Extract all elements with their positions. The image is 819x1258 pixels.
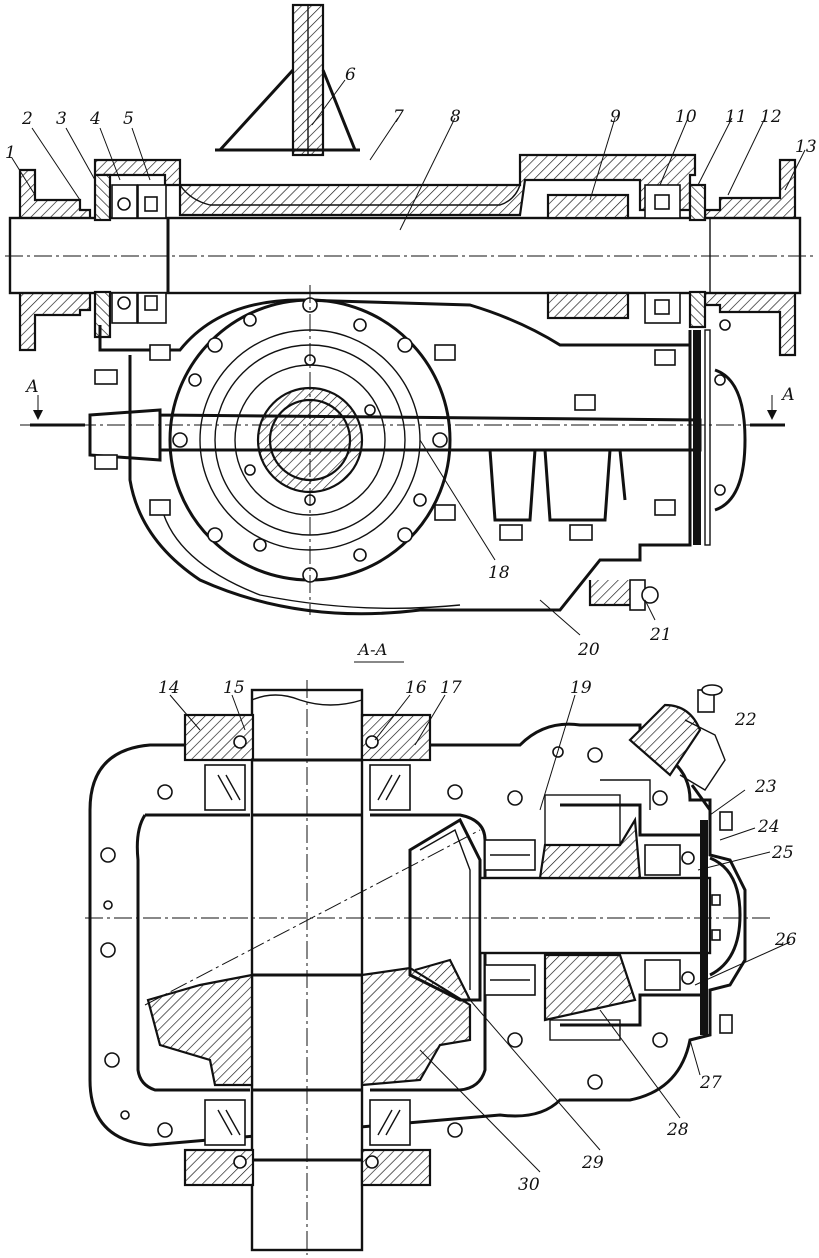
section-title-text: А-А: [357, 640, 388, 659]
callout-30: 30: [518, 1175, 540, 1195]
callout-24: 24: [757, 817, 780, 837]
callout-3: 3: [56, 109, 67, 129]
callout-25: 25: [771, 843, 794, 863]
bevel-gear-30: [146, 973, 254, 1087]
bevel-gear-30-right: [360, 966, 472, 1087]
section-view: 14 15 16 17 19 22 23 24 25 26 27 28 29 3…: [85, 678, 797, 1255]
breather-22: [628, 684, 726, 811]
callout-19: 19: [570, 678, 592, 698]
section-marker-right: А: [750, 385, 795, 427]
section-marker-left: А: [25, 377, 85, 427]
leaders-top: [11, 79, 806, 636]
callout-12: 12: [760, 107, 782, 127]
callout-11: 11: [725, 107, 747, 127]
section-letter-right: А: [781, 385, 795, 405]
callout-28: 28: [666, 1120, 689, 1140]
callout-29: 29: [581, 1153, 604, 1173]
callout-16: 16: [405, 678, 427, 698]
callout-4: 4: [89, 109, 101, 129]
callout-20: 20: [577, 640, 600, 660]
callout-9: 9: [610, 107, 621, 127]
callout-18: 18: [488, 563, 510, 583]
leaders-section: [169, 694, 791, 1173]
callout-1: 1: [5, 143, 16, 163]
lower-bearing-assembly: [183, 1099, 432, 1187]
upper-bearing-assembly: [183, 713, 432, 811]
callout-15: 15: [223, 678, 245, 698]
bracket-6: [215, 3, 360, 157]
callout-23: 23: [754, 777, 777, 797]
callout-14: 14: [158, 678, 180, 698]
callout-26: 26: [774, 930, 797, 950]
pinion-29: [408, 817, 482, 1002]
drain-plug: [588, 579, 659, 611]
callout-17: 17: [440, 678, 462, 698]
spur-gear-28: [538, 816, 642, 880]
output-shaft: [478, 876, 712, 955]
callout-6: 6: [345, 65, 356, 85]
callout-10: 10: [675, 107, 697, 127]
section-title: А-А: [354, 640, 404, 663]
callout-13: 13: [795, 137, 817, 157]
left-bearings: [93, 173, 167, 339]
callout-2: 2: [21, 109, 33, 129]
callout-7: 7: [393, 107, 404, 127]
callout-5: 5: [123, 109, 134, 129]
callout-22: 22: [734, 710, 757, 730]
callout-21: 21: [649, 625, 672, 645]
section-letter-left: А: [25, 377, 39, 397]
top-view: А А 1 2 3: [5, 3, 817, 660]
callout-8: 8: [450, 107, 461, 127]
callout-27: 27: [699, 1073, 722, 1093]
right-bearings: [546, 183, 707, 329]
